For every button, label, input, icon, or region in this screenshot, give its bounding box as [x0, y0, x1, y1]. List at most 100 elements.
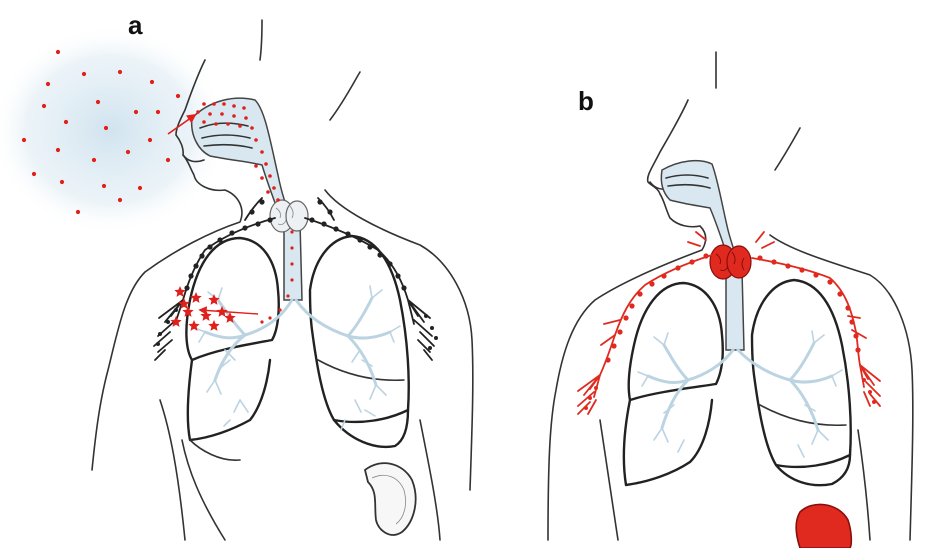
- deposited-particle: [208, 294, 220, 305]
- lymph-node: [689, 259, 695, 265]
- lymph-node: [827, 279, 833, 285]
- liver-b: [795, 503, 853, 548]
- lymph-node: [193, 263, 199, 269]
- lymph-node: [345, 231, 351, 237]
- particle-dot: [254, 164, 258, 168]
- inhaled-particles-a: [21, 49, 294, 324]
- lymph-node: [617, 329, 623, 335]
- right-arm-line-a: [419, 419, 441, 541]
- particle-dot: [238, 124, 242, 128]
- lymph-node: [267, 217, 273, 223]
- lymph-node: [242, 225, 248, 231]
- lymph-node: [428, 346, 432, 350]
- liver-detail-a: [371, 474, 406, 525]
- body-outline-a: [91, 19, 474, 491]
- lymph-node: [605, 357, 611, 363]
- deposited-particle: [190, 292, 202, 303]
- lymph-node: [855, 347, 861, 353]
- particle-dot: [276, 198, 280, 202]
- lymph-node: [584, 406, 588, 410]
- particle-dot: [75, 209, 81, 215]
- lymph-node: [785, 263, 791, 269]
- particle-dot: [137, 185, 143, 191]
- deposition-arrow: [198, 306, 259, 315]
- particle-dot: [117, 69, 123, 75]
- lymph-node: [611, 343, 617, 349]
- aerosol-cloud: [0, 25, 230, 235]
- particle-dot: [125, 149, 131, 155]
- lymph-node: [249, 209, 255, 215]
- lymph-node: [799, 267, 805, 273]
- lymph-node: [255, 221, 261, 227]
- lymph-node: [188, 273, 194, 279]
- particle-dot: [254, 138, 258, 142]
- particle-dot: [264, 162, 268, 166]
- particle-dot: [31, 171, 37, 177]
- lymph-node: [849, 319, 855, 325]
- lymph-node: [837, 291, 843, 297]
- lymph-node: [166, 320, 170, 324]
- particle-dot: [250, 126, 254, 130]
- particle-dot: [55, 147, 61, 153]
- panel-label-a: a: [128, 10, 143, 40]
- lymph-nodes-a: [156, 199, 438, 350]
- right-lung-base-a: [332, 408, 410, 449]
- lymph-nodes-b: [584, 253, 876, 410]
- thyroid-gland-a: [269, 199, 309, 233]
- left-lung-b: [627, 281, 724, 402]
- lymph-node: [174, 308, 178, 312]
- particle-dot: [55, 49, 61, 55]
- particle-dot: [117, 197, 123, 203]
- lymph-node: [156, 342, 160, 346]
- particle-dot: [208, 112, 212, 116]
- bronchial-tree-a: [194, 285, 401, 431]
- right-lung-b: [750, 278, 852, 469]
- lymph-node: [207, 244, 213, 250]
- lymph-node: [395, 273, 401, 279]
- lymph-node: [184, 285, 190, 291]
- lymph-node: [259, 199, 265, 205]
- lymph-node: [199, 253, 205, 259]
- lymph-node: [862, 378, 866, 382]
- deposited-particle: [216, 306, 228, 317]
- lymph-node: [845, 305, 851, 311]
- particle-dot: [260, 150, 264, 154]
- particle-dot: [21, 137, 27, 143]
- panel-label-b: b: [578, 86, 594, 116]
- lymph-node: [387, 261, 393, 267]
- particle-dot: [260, 176, 264, 180]
- lymph-node: [594, 386, 598, 390]
- particle-dot: [226, 122, 230, 126]
- particle-dot: [242, 106, 246, 110]
- particle-dot: [214, 122, 218, 126]
- lymph-node: [629, 303, 635, 309]
- particle-dot: [149, 79, 155, 85]
- particle-dot: [244, 116, 248, 120]
- mouth-line-a: [182, 154, 205, 163]
- right-lung-base-b: [774, 453, 852, 487]
- particle-dot: [165, 157, 171, 163]
- lymph-node: [217, 237, 223, 243]
- trachea-b: [725, 269, 745, 351]
- particle-dot: [147, 137, 153, 143]
- nasal-turbinates-a: [199, 122, 253, 149]
- nasal-airway-b: [660, 159, 735, 253]
- right-fissure-a: [317, 359, 405, 382]
- deposited-particle: [188, 320, 200, 331]
- lymph-node: [757, 255, 763, 261]
- lymph-node: [333, 226, 339, 232]
- deposited-particle: [174, 286, 186, 297]
- lymph-node: [661, 273, 667, 279]
- deposited-particle: [182, 306, 194, 317]
- lymph-node: [430, 326, 434, 330]
- lymph-node: [357, 237, 363, 243]
- lymph-node: [868, 390, 872, 394]
- particle-dot: [95, 99, 101, 105]
- particle-dot: [175, 93, 181, 99]
- deposited-particle: [178, 298, 190, 309]
- particle-dot: [290, 246, 294, 250]
- lymph-node: [321, 221, 327, 227]
- particle-dot: [222, 102, 226, 106]
- particle-dot: [290, 262, 294, 266]
